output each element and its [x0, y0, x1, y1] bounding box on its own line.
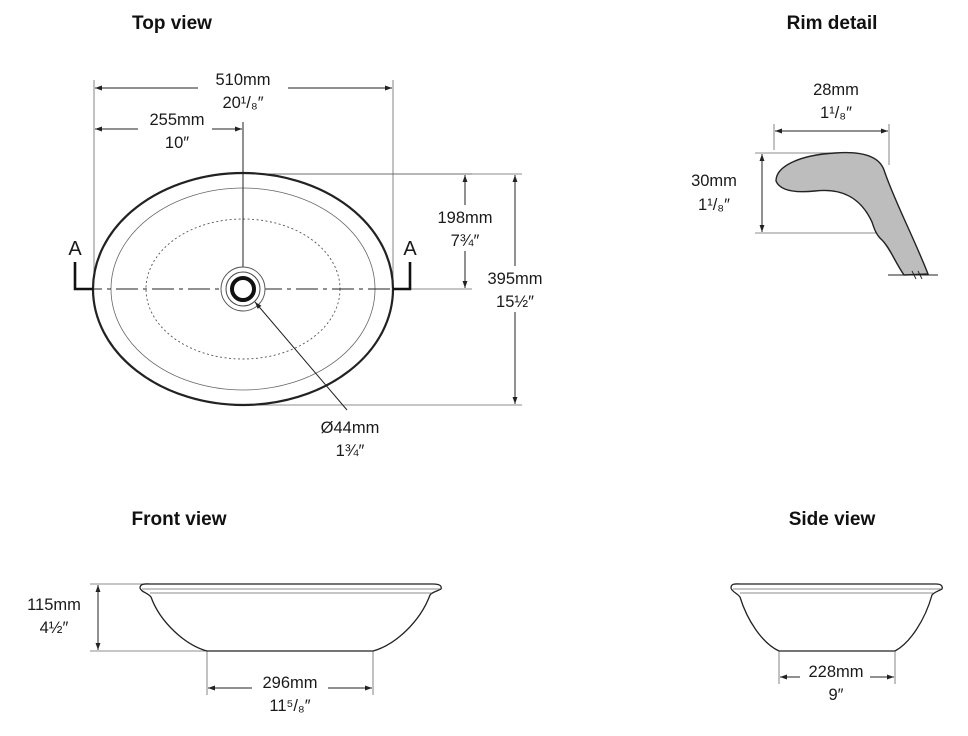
front-basin-outline: [139, 583, 442, 652]
top-view-title: Top view: [132, 13, 212, 34]
svg-text:A: A: [68, 238, 82, 260]
front-base-mm-label: 296mm: [262, 674, 317, 692]
side-view: Side view 228mm 9″: [730, 509, 943, 704]
half-width-in-label: 10″: [165, 134, 189, 152]
front-view: Front view 115mm 4½″ 296mm 11⁵/₈″: [27, 509, 442, 715]
rim-detail-view: Rim detail 28mm 1¹/₈″ 30mm 1¹/₈″: [691, 13, 938, 280]
drain-in-label: 1¾″: [336, 442, 365, 460]
section-marker-left: A: [68, 238, 93, 291]
half-depth-mm-label: 198mm: [437, 209, 492, 227]
rim-width-in-label: 1¹/₈″: [820, 104, 852, 122]
depth-in-label: 15½″: [496, 293, 534, 311]
rim-width-mm-label: 28mm: [813, 81, 859, 99]
width-mm-label: 510mm: [215, 71, 270, 89]
side-view-title: Side view: [789, 509, 876, 530]
half-depth-in-label: 7¾″: [451, 232, 480, 250]
side-base-mm-label: 228mm: [808, 663, 863, 681]
rim-detail-title: Rim detail: [787, 13, 878, 34]
drain-mm-label: Ø44mm: [321, 419, 380, 437]
rim-height-in-label: 1¹/₈″: [698, 196, 730, 214]
depth-mm-label: 395mm: [487, 270, 542, 288]
front-height-in-label: 4½″: [40, 619, 69, 637]
front-height-mm-label: 115mm: [27, 596, 81, 614]
front-view-title: Front view: [131, 509, 226, 530]
rim-profile-section: [775, 151, 930, 276]
svg-text:A: A: [403, 238, 417, 260]
rim-height-mm-label: 30mm: [691, 172, 737, 190]
half-width-mm-label: 255mm: [149, 111, 204, 129]
drain-leader-line: [254, 301, 348, 411]
width-in-label: 20¹/₈″: [222, 94, 263, 112]
drain-icon: [220, 266, 266, 312]
front-base-in-label: 11⁵/₈″: [269, 697, 310, 715]
top-view: Top view 510mm 20¹/₈″ 255mm 10″ 198mm 7¾…: [68, 13, 548, 460]
side-basin-outline: [730, 583, 943, 652]
section-marker-right: A: [393, 238, 417, 291]
side-base-in-label: 9″: [828, 686, 843, 704]
